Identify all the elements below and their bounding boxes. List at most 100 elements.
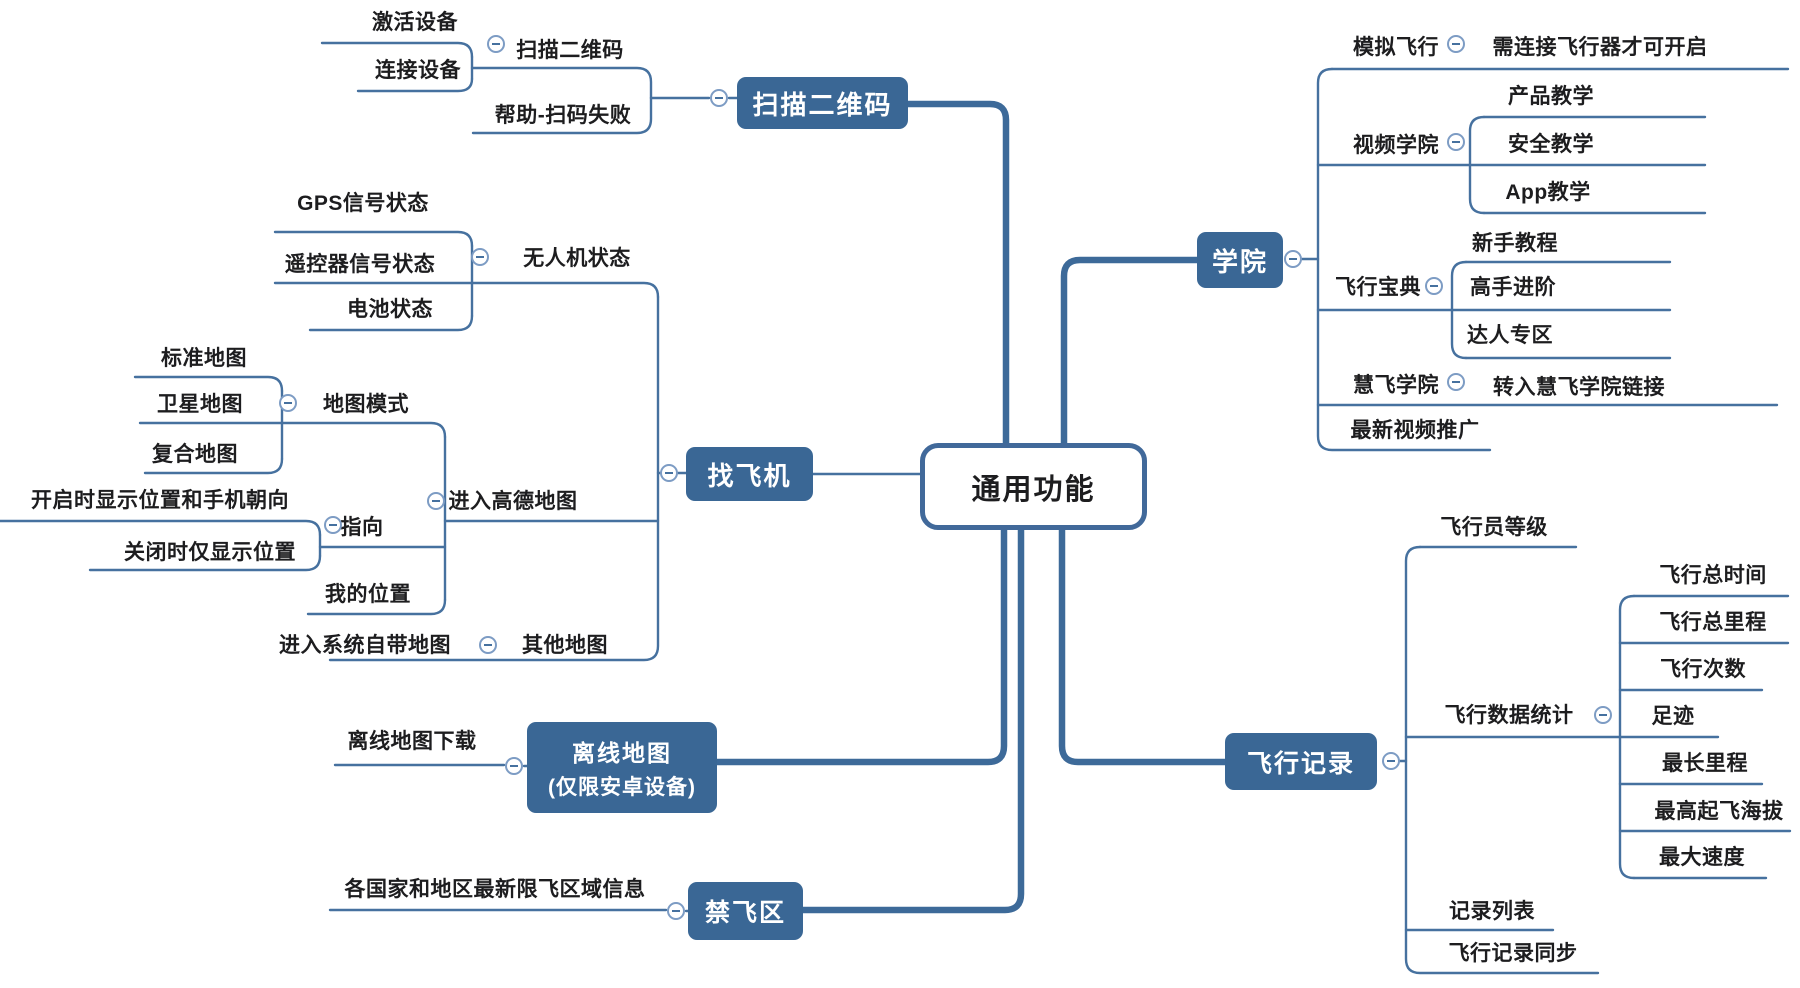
topic-max-altitude[interactable]: 最高起飞海拔 (1654, 800, 1784, 823)
topic-sim-flight[interactable]: 模拟飞行 (1353, 36, 1439, 59)
topic-other-maps[interactable]: 其他地图 (522, 634, 608, 657)
topic-system-map[interactable]: 进入系统自带地图 (279, 634, 451, 657)
node-no-fly-zone[interactable]: 禁飞区 (688, 882, 803, 940)
topic-huifei-academy[interactable]: 慧飞学院 (1353, 374, 1439, 397)
central-topic[interactable]: 通用功能 (920, 443, 1147, 530)
collapse-icon[interactable] (1447, 133, 1465, 151)
topic-flight-count[interactable]: 飞行次数 (1660, 658, 1746, 681)
node-find-aircraft[interactable]: 找飞机 (686, 447, 813, 501)
topic-gps-signal[interactable]: GPS信号状态 (297, 192, 429, 215)
topic-app-teaching[interactable]: App教学 (1505, 181, 1591, 204)
topic-no-fly-info[interactable]: 各国家和地区最新限飞区域信息 (344, 878, 646, 901)
node-no-fly-zone-label: 禁飞区 (704, 899, 786, 927)
branch-line (1468, 115, 1486, 215)
collapse-icon[interactable] (427, 492, 445, 510)
collapse-icon[interactable] (471, 248, 489, 266)
collapse-icon[interactable] (505, 757, 523, 775)
topic-connect-device[interactable]: 连接设备 (375, 59, 461, 82)
trunk-line (799, 496, 1025, 914)
topic-scan-sub[interactable]: 扫描二维码 (516, 39, 624, 62)
topic-footprint[interactable]: 足迹 (1651, 705, 1695, 728)
topic-drone-status[interactable]: 无人机状态 (523, 247, 631, 270)
collapse-icon[interactable] (487, 35, 505, 53)
node-academy-label: 学院 (1211, 246, 1268, 277)
branch-line (0, 519, 322, 537)
branch-line (1618, 594, 1636, 880)
branch-line (273, 281, 660, 299)
trunk-line (713, 496, 1008, 766)
collapse-icon[interactable] (1425, 277, 1443, 295)
branch-line (306, 598, 447, 616)
node-flight-record-label: 飞行记录 (1246, 749, 1355, 778)
topic-max-speed[interactable]: 最大速度 (1659, 846, 1745, 869)
topic-battery-status[interactable]: 电池状态 (347, 298, 433, 321)
topic-advanced[interactable]: 高手进阶 (1470, 276, 1556, 299)
collapse-icon[interactable] (479, 636, 497, 654)
collapse-icon[interactable] (1284, 250, 1302, 268)
topic-total-distance[interactable]: 飞行总里程 (1659, 611, 1767, 634)
branch-line (138, 421, 447, 439)
topic-activate-device[interactable]: 激活设备 (372, 11, 458, 34)
collapse-icon[interactable] (1594, 706, 1612, 724)
trunk-line (904, 100, 1010, 504)
topic-enter-amap[interactable]: 进入高德地图 (448, 490, 578, 513)
collapse-icon[interactable] (279, 394, 297, 412)
topic-pointing[interactable]: 指向 (340, 516, 384, 539)
collapse-icon[interactable] (324, 516, 342, 534)
branch-line (320, 41, 474, 59)
topic-pointing-off[interactable]: 关闭时仅显示位置 (124, 541, 296, 564)
collapse-icon[interactable] (710, 89, 728, 107)
branch-line (1450, 260, 1468, 360)
topic-pilot-level[interactable]: 飞行员等级 (1440, 516, 1548, 539)
trunk-line (1060, 256, 1201, 504)
topic-offline-map-download[interactable]: 离线地图下载 (347, 730, 477, 753)
node-offline-map-sublabel: (仅限安卓设备) (548, 776, 696, 799)
topic-huifei-link[interactable]: 转入慧飞学院链接 (1493, 376, 1665, 399)
topic-expert-zone[interactable]: 达人专区 (1467, 324, 1553, 347)
topic-record-list[interactable]: 记录列表 (1449, 900, 1535, 923)
branch-line (143, 457, 284, 475)
node-scan-qrcode-label: 扫描二维码 (752, 89, 893, 120)
topic-hybrid-map[interactable]: 复合地图 (152, 443, 238, 466)
topic-video-academy[interactable]: 视频学院 (1353, 134, 1439, 157)
collapse-icon[interactable] (660, 464, 678, 482)
topic-map-mode[interactable]: 地图模式 (323, 393, 409, 416)
branch-line (1404, 545, 1600, 975)
trunk-line (1058, 496, 1229, 766)
topic-total-time[interactable]: 飞行总时间 (1659, 564, 1767, 587)
topic-record-sync[interactable]: 飞行记录同步 (1448, 942, 1578, 965)
topic-rc-signal[interactable]: 遥控器信号状态 (284, 253, 436, 276)
collapse-icon[interactable] (1447, 35, 1465, 53)
topic-standard-map[interactable]: 标准地图 (161, 347, 247, 370)
node-academy[interactable]: 学院 (1197, 232, 1283, 288)
branch-line (328, 295, 660, 662)
topic-safety-teaching[interactable]: 安全教学 (1508, 133, 1594, 156)
topic-flight-handbook[interactable]: 飞行宝典 (1335, 276, 1421, 299)
branch-line (308, 314, 474, 332)
branch-line (273, 230, 474, 248)
topic-help-scan-fail[interactable]: 帮助-扫码失败 (494, 104, 632, 127)
node-flight-record[interactable]: 飞行记录 (1225, 733, 1377, 790)
node-scan-qrcode[interactable]: 扫描二维码 (737, 77, 908, 129)
topic-product-teaching[interactable]: 产品教学 (1508, 85, 1594, 108)
topic-sim-flight-note[interactable]: 需连接飞行器才可开启 (1492, 36, 1708, 59)
branch-line (471, 96, 653, 135)
topic-my-location[interactable]: 我的位置 (325, 583, 411, 606)
topic-latest-video[interactable]: 最新视频推广 (1350, 419, 1480, 442)
topic-pointing-on[interactable]: 开启时显示位置和手机朝向 (31, 489, 289, 512)
topic-flight-stats[interactable]: 飞行数据统计 (1444, 704, 1574, 727)
node-offline-map[interactable]: 离线地图 (仅限安卓设备) (527, 722, 717, 813)
topic-satellite-map[interactable]: 卫星地图 (157, 393, 243, 416)
collapse-icon[interactable] (1447, 373, 1465, 391)
node-find-aircraft-label: 找飞机 (707, 460, 792, 491)
topic-max-distance[interactable]: 最长里程 (1662, 752, 1748, 775)
central-topic-label: 通用功能 (971, 473, 1096, 506)
topic-beginner-tutorial[interactable]: 新手教程 (1472, 232, 1558, 255)
collapse-icon[interactable] (667, 902, 685, 920)
branch-line (133, 375, 284, 393)
collapse-icon[interactable] (1382, 752, 1400, 770)
branch-line (88, 554, 322, 572)
branch-line (1316, 67, 1492, 452)
